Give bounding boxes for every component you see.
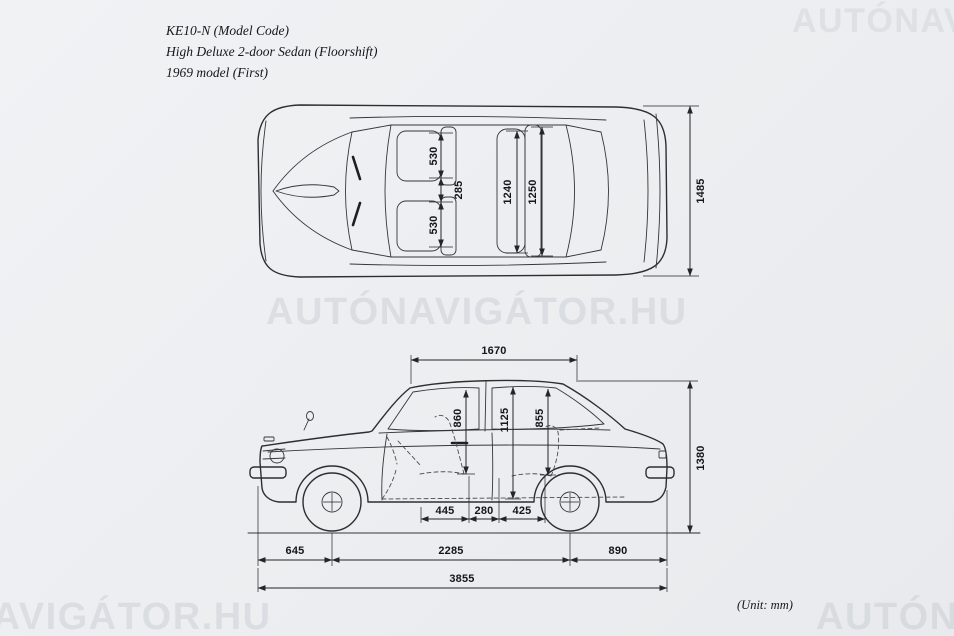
fender-mirror: [306, 411, 314, 421]
model-code-line: KE10-N (Model Code): [166, 23, 289, 38]
top-view-dimension-lines: [438, 105, 693, 277]
dim-rear-headroom: 855: [534, 409, 546, 428]
quarter-window: [491, 386, 605, 430]
plan-windshield-base: [345, 131, 353, 251]
rear-bumper: [645, 466, 675, 479]
tail-lamp: [658, 450, 667, 459]
wiper-right: [351, 201, 362, 227]
rear-wheel-hub: [559, 491, 581, 513]
car-side-outline: [247, 379, 701, 534]
front-seat-back-right: [440, 196, 457, 256]
plan-c-pillars: [565, 124, 602, 258]
plan-beltlines: [349, 115, 607, 267]
dim-overall-height: 1380: [695, 445, 707, 470]
front-wheel: [302, 472, 362, 532]
car-plan-outline: [257, 104, 668, 278]
side-body-outline: [259, 379, 668, 503]
dim-seat-width-left: 530: [428, 147, 440, 166]
model-year-line: 1969 model (First): [166, 65, 268, 80]
side-view-drawing: 1670 860 1125 855 445 280 425 645 2285 8…: [247, 345, 707, 592]
unit-note: (Unit: mm): [737, 598, 793, 612]
wiper-left: [351, 155, 362, 181]
dim-roof-length: 1670: [481, 345, 506, 357]
wheel-center-marks: [323, 493, 579, 511]
door-front-edge: [381, 433, 388, 501]
variant-line: High Deluxe 2-door Sedan (Floorshift): [166, 44, 378, 59]
dim-overall-length: 3855: [449, 573, 474, 585]
dim-seat-spacing: 280: [475, 505, 494, 517]
b-pillar: [484, 381, 487, 432]
dim-wheelbase: 2285: [438, 545, 463, 557]
side-view-extension-lines: [257, 355, 700, 592]
grille-lines: [262, 448, 286, 460]
dim-front-seat-length: 445: [436, 505, 455, 517]
plan-nose-detail: [275, 184, 340, 198]
dim-cabin-height: 1125: [499, 408, 511, 433]
door-rear-edge: [491, 432, 494, 501]
headlight: [269, 448, 285, 464]
dim-seat-width-right: 530: [428, 216, 440, 235]
dim-overall-width: 1485: [695, 178, 707, 203]
plan-trunk-edge: [643, 119, 649, 263]
plan-rear-window-base: [600, 131, 609, 251]
plan-hood-crease-lower: [272, 190, 353, 251]
plan-rear-bumper-line: [655, 113, 661, 269]
top-view-drawing: 530 285 530 1240 1250 1485: [257, 104, 707, 278]
plan-roof-sides: [390, 124, 567, 258]
dim-seat-gap: 285: [453, 181, 465, 200]
front-door-window: [387, 387, 480, 431]
top-view-extension-lines: [429, 105, 699, 277]
side-view-dimension-lines: [257, 357, 693, 591]
front-wheel-hub: [321, 491, 343, 513]
plan-front-seats: [396, 126, 457, 256]
dim-interior-width-front: 1240: [502, 179, 514, 204]
dim-rear-seat-length: 425: [513, 505, 532, 517]
front-turn-signal: [263, 436, 275, 442]
plan-roof-front-edge: [384, 124, 392, 258]
plan-body-outline: [257, 104, 668, 278]
dim-front-overhang: 645: [286, 545, 305, 557]
fender-mirror-stem: [303, 418, 310, 431]
front-bumper: [249, 466, 287, 479]
plan-rear-window-top: [565, 124, 575, 258]
title-block: KE10-N (Model Code) High Deluxe 2-door S…: [166, 20, 377, 83]
window-sill-line: [378, 428, 611, 434]
plan-a-pillars: [351, 124, 392, 258]
rear-wheel: [540, 472, 600, 532]
dim-rear-overhang: 890: [609, 545, 628, 557]
dim-front-headroom: 860: [452, 409, 464, 428]
front-seat-back-left: [440, 126, 457, 186]
dim-interior-width-rear: 1250: [527, 179, 539, 204]
plan-front-bumper-line: [260, 120, 267, 262]
side-crease-line: [267, 444, 661, 453]
plan-hood-crease-upper: [272, 131, 353, 192]
